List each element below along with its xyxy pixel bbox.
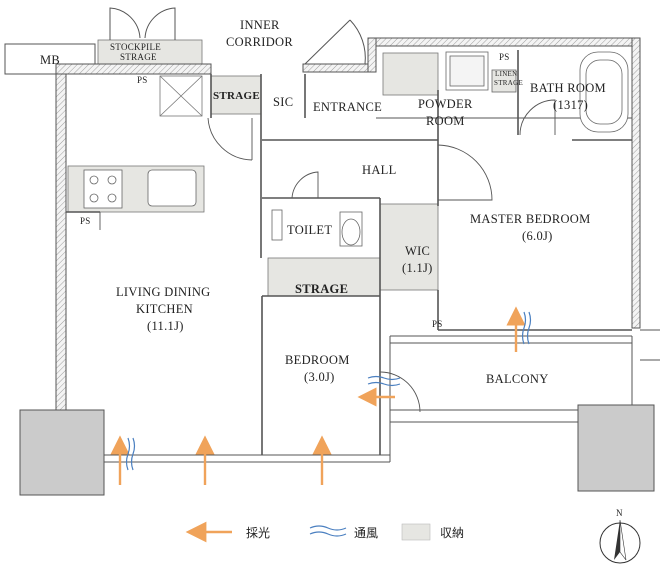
powder-label-1: POWDER: [418, 97, 473, 111]
door-swings: [99, 99, 556, 413]
entrance-label: ENTRANCE: [313, 100, 383, 114]
compass-north-label: N: [616, 508, 623, 518]
ps-label-top-left: PS: [137, 75, 148, 85]
legend-graphics: [185, 521, 431, 543]
stockpile-label-2: STRAGE: [120, 52, 157, 62]
ps-label-left: PS: [80, 216, 91, 226]
mb-label: MB: [40, 53, 61, 67]
bath-label-1: BATH ROOM: [530, 81, 606, 95]
powder-label-2: ROOM: [426, 114, 465, 128]
ps-label-mid: PS: [432, 319, 443, 329]
bath-fixtures: [445, 51, 629, 133]
kitchen-fixtures: [83, 169, 197, 209]
compass-icon: [599, 519, 641, 564]
ps-shaft: [159, 75, 203, 117]
wic-label-1: WIC: [405, 244, 431, 258]
bath-label-2: (1317): [553, 98, 589, 112]
inner-corridor-label-1: INNER: [240, 18, 280, 32]
daylight-arrows: [110, 306, 526, 485]
exterior-walls: [55, 37, 641, 411]
inner-corridor-label-2: CORRIDOR: [226, 35, 293, 49]
linen-label-1: LINEN: [495, 70, 518, 78]
balcony-label: BALCONY: [486, 372, 549, 386]
legend-storage-label: 収納: [440, 526, 465, 540]
bedroom-label-2: (3.0J): [304, 370, 335, 384]
hall-label: HALL: [362, 163, 397, 177]
sic-label: SIC: [273, 95, 294, 109]
ldk-label-3: (11.1J): [147, 319, 184, 333]
stockpile-doors: [109, 7, 176, 40]
ldk-label-2: KITCHEN: [136, 302, 193, 316]
legend-light-label: 採光: [246, 526, 271, 540]
balcony-outline: [104, 329, 660, 463]
toilet-label: TOILET: [287, 223, 333, 237]
stockpile-label-1: STOCKPILE: [110, 42, 162, 52]
entrance-door: [304, 19, 366, 65]
wic-label-2: (1.1J): [402, 261, 433, 275]
interior-walls: [66, 50, 632, 455]
column-left: [19, 409, 105, 496]
master-bedroom-label-2: (6.0J): [522, 229, 553, 243]
linen-label-2: STRAGE: [494, 79, 524, 87]
strage-label-top: STRAGE: [213, 90, 261, 102]
ps-label-top-right: PS: [499, 52, 510, 62]
bedroom-label-1: BEDROOM: [285, 353, 350, 367]
column-right: [577, 404, 655, 492]
legend-wind-label: 通風: [354, 526, 379, 540]
wind-marks: [125, 311, 532, 471]
strage-label-mid: STRAGE: [295, 282, 349, 296]
ldk-label-1: LIVING DINING: [116, 285, 211, 299]
master-bedroom-label-1: MASTER BEDROOM: [470, 212, 591, 226]
toilet-fixture: [271, 209, 363, 247]
